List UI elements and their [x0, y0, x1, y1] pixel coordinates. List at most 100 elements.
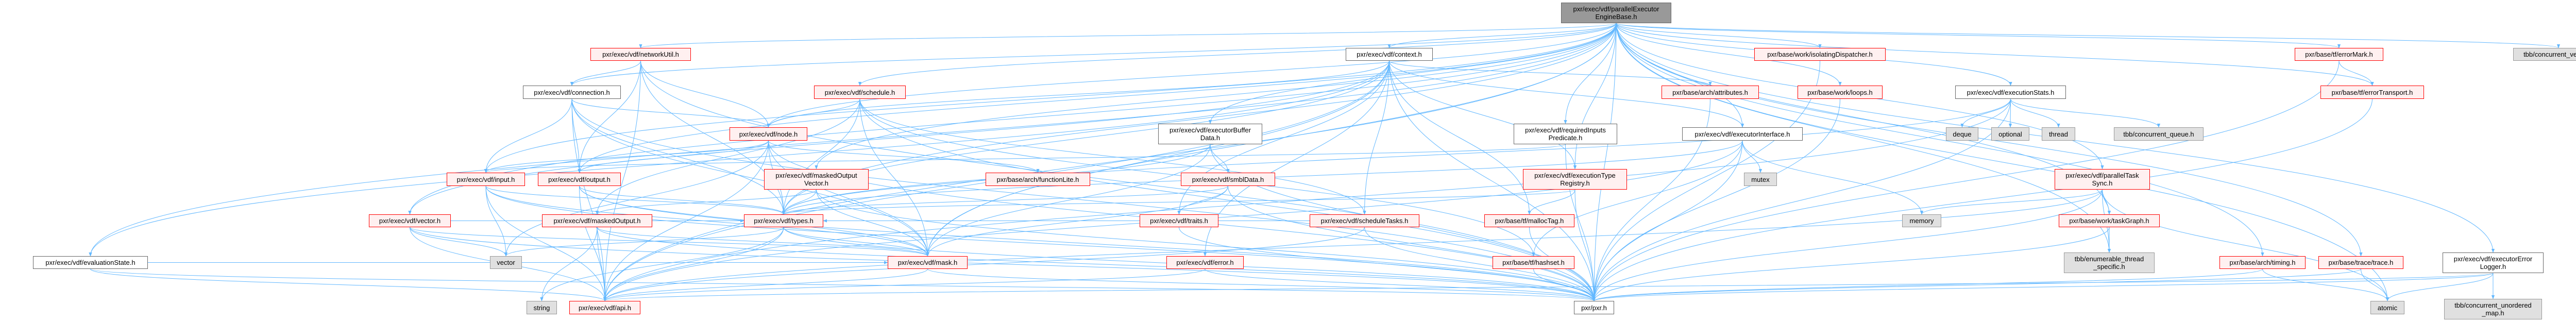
- edge-execTypeRegistry-to-types: [782, 189, 1575, 215]
- edge-schedule-to-maskedOutput: [595, 98, 860, 215]
- node-vector-h[interactable]: pxr/exec/vdf/vector.h: [369, 214, 451, 227]
- edge-context-to-types: [782, 60, 1389, 215]
- node-output[interactable]: pxr/exec/vdf/output.h: [538, 173, 621, 186]
- edge-context-to-mallocTag: [1389, 60, 1531, 215]
- edge-engine-to-schedule: [858, 23, 1617, 86]
- edge-parallelTaskSync-to-atomic: [2102, 189, 2389, 301]
- edge-types-to-mask: [783, 227, 929, 257]
- node-input[interactable]: pxr/exec/vdf/input.h: [447, 173, 525, 186]
- edge-engine-to-output: [578, 23, 1617, 173]
- edge-connection-to-api: [571, 98, 607, 301]
- node-conc-vector: tbb/concurrent_vector.h: [2513, 48, 2576, 61]
- node-engine[interactable]: pxr/exec/vdf/parallelExecutor EngineBase…: [1561, 3, 1671, 23]
- node-function-lite[interactable]: pxr/base/arch/functionLite.h: [986, 173, 1090, 186]
- edge-engine-to-concVector: [1616, 23, 2560, 48]
- edge-engine-to-evalState: [89, 23, 1617, 257]
- node-smbl-data[interactable]: pxr/exec/vdf/smblData.h: [1181, 173, 1275, 186]
- edge-execStats-to-thread: [2010, 98, 2060, 128]
- edge-types-to-vector: [504, 227, 784, 257]
- edge-error-to-api: [603, 268, 1206, 301]
- node-conc-queue: tbb/concurrent_queue.h: [2114, 127, 2204, 141]
- edge-input-to-api: [485, 185, 607, 301]
- edge-context-to-scheduleTasks: [1363, 60, 1389, 215]
- edge-trace-to-atomic: [2361, 268, 2389, 301]
- node-node[interactable]: pxr/exec/vdf/node.h: [730, 127, 807, 141]
- node-parallel-task-sync[interactable]: pxr/exec/vdf/parallelTask Sync.h: [2055, 169, 2150, 190]
- node-exec-stats[interactable]: pxr/exec/vdf/executionStats.h: [1955, 86, 2066, 99]
- edge-engine-to-node: [767, 23, 1617, 128]
- edge-execStats-to-api: [603, 98, 2011, 301]
- edge-vectorH-to-vector: [410, 227, 508, 257]
- node-api[interactable]: pxr/exec/vdf/api.h: [569, 301, 640, 314]
- edge-engine-to-isolating: [1616, 23, 1822, 48]
- node-error-logger[interactable]: pxr/exec/vdf/executorError Logger.h: [2443, 252, 2544, 273]
- edge-parallelTaskSync-to-pxr: [1592, 189, 2103, 301]
- edge-timing-to-pxr: [1592, 268, 2263, 301]
- node-exec-interface[interactable]: pxr/exec/vdf/executorInterface.h: [1682, 127, 1803, 141]
- edge-engine-to-context: [1387, 23, 1617, 48]
- edge-execInterface-to-memory: [1742, 140, 1924, 215]
- edge-parallelTaskSync-to-api: [603, 189, 2103, 301]
- edge-execStats-to-pxr: [1592, 98, 2011, 301]
- edge-execTypeRegistry-to-pxr: [1574, 189, 1596, 301]
- edge-smblData-to-types: [782, 185, 1228, 215]
- node-mask[interactable]: pxr/exec/vdf/mask.h: [888, 256, 968, 269]
- node-timing[interactable]: pxr/base/arch/timing.h: [2219, 256, 2306, 269]
- node-connection[interactable]: pxr/exec/vdf/connection.h: [523, 86, 621, 99]
- edge-networkUtil-to-node: [640, 60, 770, 128]
- edge-context-to-execTypeRegistry: [1389, 60, 1577, 170]
- edge-scheduleTasks-to-pxr: [1364, 227, 1596, 301]
- node-string: string: [527, 301, 557, 314]
- edge-engine-to-reqInputs: [1564, 23, 1617, 124]
- node-trace[interactable]: pxr/base/trace/trace.h: [2318, 256, 2403, 269]
- edge-networkUtil-to-api: [603, 60, 641, 301]
- edge-engine-to-connection: [570, 23, 1617, 86]
- node-loops[interactable]: pxr/base/work/loops.h: [1798, 86, 1883, 99]
- edge-engine-to-pxr: [1592, 23, 1617, 301]
- node-error-transport[interactable]: pxr/base/tf/errorTransport.h: [2320, 86, 2424, 99]
- node-thread: thread: [2042, 127, 2075, 141]
- edge-errorLogger-to-atomic: [2385, 273, 2494, 301]
- node-vector: vector: [490, 256, 522, 269]
- node-eval-state[interactable]: pxr/exec/vdf/evaluationState.h: [33, 256, 148, 269]
- node-isolating[interactable]: pxr/base/work/isolatingDispatcher.h: [1754, 48, 1886, 61]
- node-schedule-tasks[interactable]: pxr/exec/vdf/scheduleTasks.h: [1310, 214, 1419, 227]
- edge-connection-to-node: [571, 98, 770, 128]
- node-schedule[interactable]: pxr/exec/vdf/schedule.h: [814, 86, 906, 99]
- edge-context-to-execInterface: [1389, 60, 1744, 128]
- node-attributes[interactable]: pxr/base/arch/attributes.h: [1662, 86, 1759, 99]
- edge-loops-to-pxr: [1592, 98, 1840, 301]
- edge-engine-to-api: [603, 23, 1617, 301]
- node-masked-output-vector[interactable]: pxr/exec/vdf/maskedOutput Vector.h: [764, 169, 869, 190]
- edge-error-to-pxr: [1205, 268, 1596, 301]
- edge-types-to-api: [603, 227, 784, 301]
- edge-context-to-pxr: [1389, 60, 1596, 301]
- node-types[interactable]: pxr/exec/vdf/types.h: [744, 214, 823, 227]
- edge-vectorH-to-mask: [410, 227, 929, 257]
- node-traits[interactable]: pxr/exec/vdf/traits.h: [1140, 214, 1218, 227]
- node-task-graph[interactable]: pxr/base/work/taskGraph.h: [2059, 214, 2160, 227]
- node-atomic: atomic: [2370, 301, 2404, 314]
- node-error-mark[interactable]: pxr/base/tf/errorMark.h: [2295, 48, 2383, 61]
- node-error[interactable]: pxr/exec/vdf/error.h: [1166, 256, 1244, 269]
- node-buffer-data[interactable]: pxr/exec/vdf/executorBuffer Data.h: [1158, 124, 1262, 144]
- edge-engine-to-atomic: [1616, 23, 2389, 301]
- edge-engine-to-input: [484, 23, 1617, 173]
- node-memory: memory: [1902, 214, 1941, 227]
- node-malloc-tag[interactable]: pxr/base/tf/mallocTag.h: [1484, 214, 1574, 227]
- edge-node-to-input: [484, 140, 769, 173]
- node-pxr[interactable]: pxr/pxr.h: [1574, 301, 1614, 314]
- edge-schedule-to-types: [782, 98, 860, 215]
- node-masked-output[interactable]: pxr/exec/vdf/maskedOutput.h: [542, 214, 652, 227]
- edge-context-to-attributes: [1389, 60, 1712, 86]
- node-exec-type-registry[interactable]: pxr/exec/vdf/executionType Registry.h: [1523, 169, 1627, 190]
- node-context[interactable]: pxr/exec/vdf/context.h: [1346, 48, 1433, 61]
- edge-engine-to-errorTransport: [1616, 23, 2374, 86]
- edge-errorTransport-to-pxr: [1592, 98, 2372, 301]
- node-network-util[interactable]: pxr/exec/vdf/networkUtil.h: [590, 48, 691, 61]
- node-req-inputs[interactable]: pxr/exec/vdf/requiredInputs Predicate.h: [1514, 124, 1617, 144]
- node-hashset[interactable]: pxr/base/tf/hashset.h: [1493, 256, 1574, 269]
- edge-context-to-mask: [926, 60, 1389, 257]
- edge-node-to-output: [578, 140, 769, 173]
- edge-connection-to-mask: [571, 98, 929, 257]
